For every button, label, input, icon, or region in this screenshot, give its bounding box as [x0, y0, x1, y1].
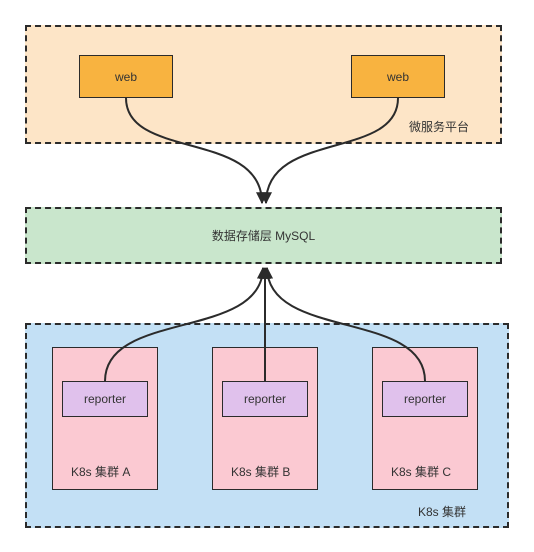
reporter-b[interactable]: reporter — [222, 381, 308, 417]
reporter-c[interactable]: reporter — [382, 381, 468, 417]
cluster-c-label: K8s 集群 C — [391, 465, 452, 479]
platform-label: 微服务平台 — [409, 120, 470, 134]
reporter-a[interactable]: reporter — [62, 381, 148, 417]
storage-label: 数据存储层 MySQL — [211, 229, 316, 243]
web-node-left-label: web — [114, 69, 137, 84]
web-node-right-label: web — [386, 69, 409, 84]
cluster-a-label: K8s 集群 A — [71, 465, 131, 479]
reporter-a-label: reporter — [83, 392, 127, 406]
web-node-right[interactable]: web — [351, 55, 445, 98]
storage-layer[interactable]: 数据存储层 MySQL — [25, 207, 502, 264]
cluster-b-label: K8s 集群 B — [231, 465, 291, 479]
reporter-c-label: reporter — [403, 392, 447, 406]
web-node-left[interactable]: web — [79, 55, 173, 98]
reporter-b-label: reporter — [243, 392, 287, 406]
k8s-group-label: K8s 集群 — [418, 505, 467, 519]
